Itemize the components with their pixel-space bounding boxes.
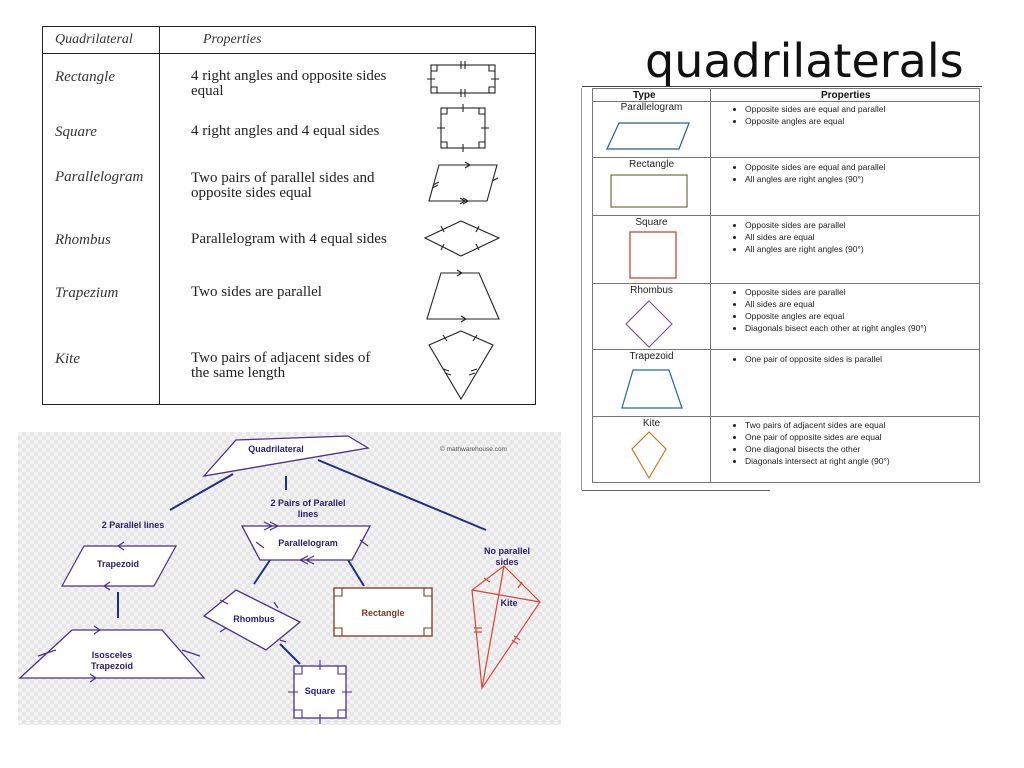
parallelogram-shape	[240, 525, 372, 561]
parallelogram-shape	[428, 164, 498, 202]
rhombus-shape	[625, 300, 673, 348]
trapezium-shape	[426, 272, 500, 320]
label-two-parallel-lines: 2 Parallel lines	[101, 520, 165, 530]
table2-shapes	[606, 122, 690, 480]
square-shape	[440, 107, 486, 149]
type-kite: Kite	[642, 418, 661, 429]
quadrilateral-tree-diagram: © mathwarehouse.com Quadrilateral 2 Para…	[18, 432, 561, 725]
row-props-trapezium: Two sides are parallel	[191, 284, 322, 300]
props-rhombus: Opposite sides are parallelAll sides are…	[733, 286, 985, 334]
row-props-rhombus: Parallelogram with 4 equal sides	[191, 231, 387, 247]
label-two-pairs-parallel: 2 Pairs of Parallel lines	[270, 498, 346, 519]
props-rectangle: Opposite sides are equal and parallelAll…	[733, 161, 985, 185]
label-square: Square	[304, 686, 336, 696]
quadrilateral-properties-table: Quadrilateral Properties Rectangle 4 rig…	[42, 26, 536, 405]
rectangle-shape	[333, 587, 433, 637]
type-square: Square	[635, 217, 668, 228]
type-parallelogram: Parallelogram	[620, 102, 683, 113]
title-underline	[582, 86, 982, 87]
row-name-rectangle: Rectangle	[55, 69, 115, 85]
row-props-kite: Two pairs of adjacent sides of the same …	[191, 350, 371, 381]
row-props-square: 4 right angles and 4 equal sides	[191, 123, 380, 139]
row-name-parallelogram: Parallelogram	[55, 169, 144, 185]
label-isosceles-trapezoid: Isosceles Trapezoid	[90, 650, 133, 671]
quadrilateral-root-shape	[202, 435, 370, 477]
props-kite: Two pairs of adjacent sides are equalOne…	[733, 419, 985, 467]
row-props-parallelogram: Two pairs of parallel sides and opposite…	[191, 170, 375, 201]
type-properties-table: Type Properties Parallelogram Opposite s…	[592, 88, 980, 483]
kite-shape	[631, 431, 667, 480]
label-kite: Kite	[500, 598, 518, 608]
label-rhombus: Rhombus	[233, 614, 275, 624]
header-properties: Properties	[203, 32, 262, 47]
right-table-left-rule	[581, 88, 582, 490]
type-rectangle: Rectangle	[628, 159, 675, 170]
type-rhombus: Rhombus	[630, 285, 673, 296]
row-name-trapezium: Trapezium	[55, 285, 119, 301]
header-properties: Properties	[821, 90, 871, 101]
tree-lines	[18, 435, 541, 724]
table-divider	[159, 27, 160, 404]
kite-shape	[471, 565, 541, 690]
right-table-bottom-rule	[582, 490, 770, 491]
rhombus-shape	[202, 589, 302, 651]
isosceles-trapezoid-shape	[18, 629, 206, 679]
rectangle-shape	[430, 64, 496, 94]
table1-shapes	[423, 61, 501, 401]
type-trapezoid: Trapezoid	[629, 351, 674, 362]
props-square: Opposite sides are parallelAll sides are…	[733, 219, 985, 255]
square-shape	[629, 231, 677, 279]
row-name-kite: Kite	[55, 351, 80, 367]
label-no-parallel-sides: No parallel sides	[483, 546, 530, 567]
rectangle-shape	[610, 174, 688, 208]
props-trapezoid: One pair of opposite sides is parallel	[733, 353, 985, 365]
label-rectangle: Rectangle	[361, 608, 405, 618]
header-type: Type	[633, 90, 656, 101]
row-name-square: Square	[55, 124, 97, 140]
props-parallelogram: Opposite sides are equal and parallelOpp…	[733, 103, 985, 127]
label-quadrilateral: Quadrilateral	[248, 444, 304, 454]
header-quadrilateral: Quadrilateral	[55, 32, 133, 47]
label-trapezoid: Trapezoid	[96, 559, 139, 569]
rhombus-shape	[423, 220, 501, 257]
slide-title: quadrilaterals	[645, 34, 964, 88]
row-props-rectangle: 4 right angles and opposite sides equal	[191, 68, 387, 99]
parallelogram-shape	[606, 122, 690, 150]
table-divider	[710, 89, 711, 482]
table-header-rule	[43, 53, 535, 54]
kite-shape	[428, 330, 494, 401]
trapezoid-shape	[60, 545, 178, 587]
copyright-note: © mathwarehouse.com	[440, 446, 507, 453]
label-parallelogram: Parallelogram	[278, 538, 338, 548]
trapezoid-shape	[621, 369, 683, 409]
row-name-rhombus: Rhombus	[55, 232, 111, 248]
